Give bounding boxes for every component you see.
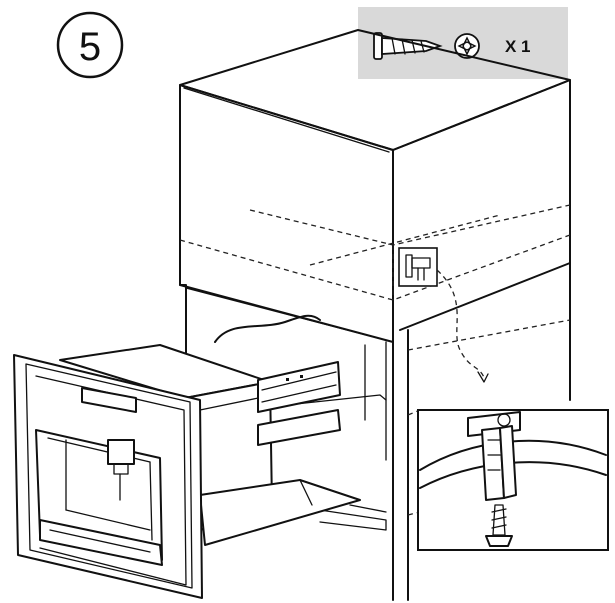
inset-screw-icon [485, 504, 513, 547]
phillips-head-icon [454, 33, 480, 59]
coffee-spout [107, 439, 135, 501]
parts-box: X 1 [358, 7, 568, 79]
step-badge: 5 [56, 11, 124, 79]
bracket-marker [398, 247, 438, 287]
slide-rail [257, 361, 341, 446]
quantity-label: X 1 [505, 37, 531, 56]
power-cable [214, 314, 321, 343]
detail-inset [417, 409, 609, 551]
clip-bracket [467, 411, 521, 501]
coffee-machine [13, 344, 361, 599]
cabinet [179, 29, 571, 601]
cable-path [436, 269, 486, 381]
step-number: 5 [79, 25, 101, 69]
